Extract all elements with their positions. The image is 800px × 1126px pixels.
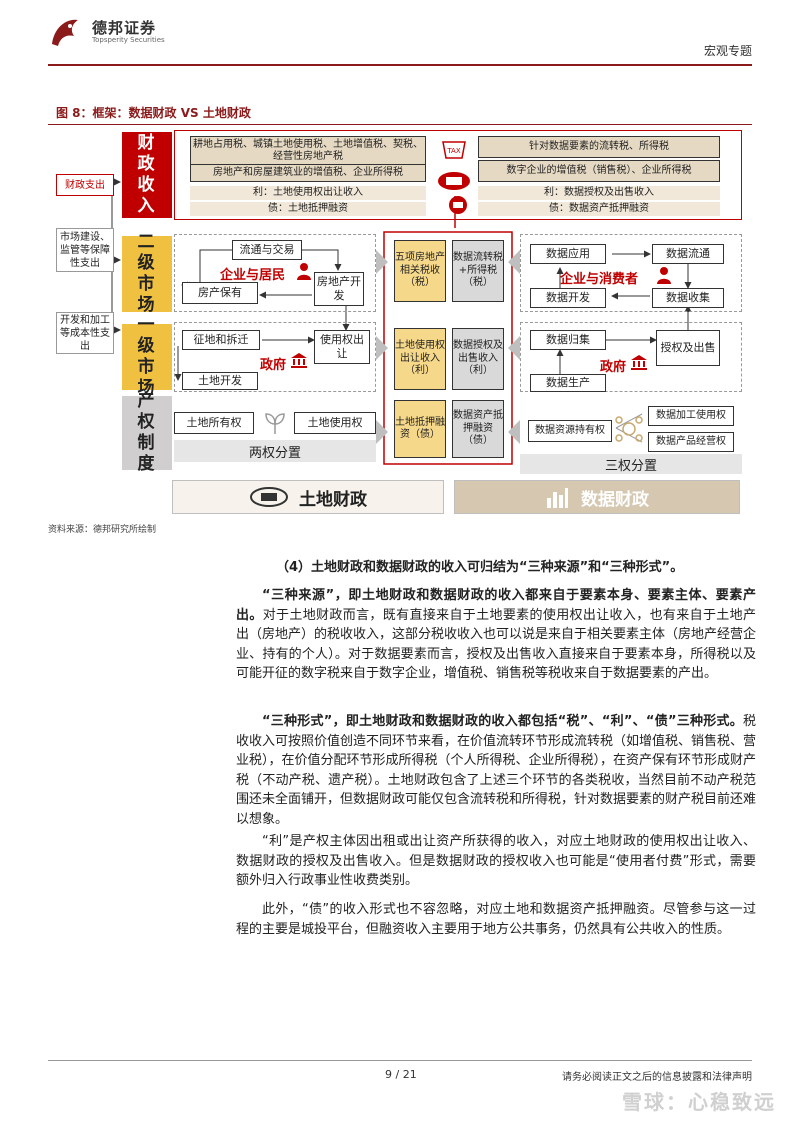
primary-data-frame (520, 322, 742, 392)
header-divider (48, 64, 752, 66)
land-map-icon (249, 486, 289, 508)
row-property: 产权制度 (122, 391, 172, 474)
page-number: 9 / 21 (385, 1068, 417, 1081)
land-tax-box-1: 耕地占用税、城镇土地使用税、土地增值税、契税、经营性房地产税 (190, 136, 426, 166)
paragraph-3: “利”是产权主体因出租或出让资产所获得的收入，对应土地财政的使用权出让收入、数据… (236, 834, 756, 888)
data-tax-box-1: 针对数据要素的流转税、所得税 (478, 136, 720, 158)
data-circulation: 数据流通 (652, 244, 724, 264)
land-development: 房地产开发 (314, 272, 364, 306)
person-icon (296, 262, 312, 280)
data-license: 授权及出售 (656, 330, 720, 366)
center-data-profit: 数据授权及出售收入（利） (452, 328, 504, 390)
brand-name: 德邦证券 (92, 19, 157, 37)
data-operation-right: 数据产品经营权 (648, 432, 734, 452)
land-map-icon (436, 170, 472, 192)
land-transfer: 使用权出让 (314, 330, 370, 364)
primary-land-frame (174, 322, 376, 392)
network-icon (614, 414, 644, 444)
center-land-profit: 土地使用权出让收入（利） (394, 328, 446, 390)
logo-icon (48, 14, 82, 50)
land-circulation: 流通与交易 (232, 240, 302, 260)
row-primary: 一级市场 (122, 315, 172, 398)
data-processing-right: 数据加工使用权 (648, 406, 734, 426)
land-holding: 房产保有 (182, 282, 258, 304)
figure-title-divider (48, 124, 752, 125)
section-label: 宏观专题 (703, 44, 752, 58)
secondary-land-frame (174, 234, 376, 312)
paragraph-1: “三种来源”，即土地财政和数据财政的收入都来自于要素本身、要素主体、要素产出。对… (236, 588, 757, 681)
center-data-tax: 数据流转税+所得税（税） (452, 240, 504, 302)
data-profit: 利：数据授权及出售收入 (478, 186, 720, 200)
footer-divider (48, 1060, 752, 1061)
government-icon (630, 354, 648, 370)
land-profit: 利：土地使用权出让收入 (190, 186, 426, 200)
data-application: 数据应用 (530, 244, 606, 264)
center-land-tax: 五项房地产相关税收（税） (394, 240, 446, 302)
center-data-debt: 数据资产抵押融资（债） (452, 400, 504, 458)
side-label-market-build: 市场建设、监管等保障性支出 (56, 228, 114, 272)
land-ownership: 土地所有权 (174, 412, 254, 434)
sprout-icon (262, 410, 288, 436)
watermark: 雪球：心稳致远 (622, 1090, 776, 1114)
data-secondary-actor: 企业与消费者 (560, 272, 639, 287)
tax-icon: TAX (440, 138, 468, 162)
data-resource-holding: 数据资源持有权 (528, 420, 612, 442)
land-tax-box-2: 房地产和房屋建筑业的增值税、企业所得税 (190, 164, 426, 182)
land-use-right: 土地使用权 (294, 412, 376, 434)
land-secondary-actor: 企业与居民 (220, 268, 286, 283)
row-secondary: 二级市场 (122, 232, 172, 315)
diagram-connectors (111, 178, 692, 465)
paragraph-2: “三种形式”，即土地财政和数据财政的收入都包括“税”、“利”、“债”三种形式。税… (236, 714, 757, 827)
center-land-debt: 土地抵押融资（债） (394, 400, 446, 458)
person-icon (656, 266, 672, 284)
paragraph-4: 此外，“债”的收入形式也不容忽略，对应土地和数据资产抵押融资。尽管参与这一过程的… (236, 902, 756, 937)
land-debt: 债：土地抵押融资 (190, 202, 426, 216)
svg-text:TAX: TAX (446, 147, 461, 155)
side-label-fiscal-spend: 财政支出 (56, 174, 114, 196)
land-two-rights: 两权分置 (174, 440, 376, 462)
land-development-primary: 土地开发 (182, 372, 258, 390)
brand-name-en: Topsperity Securities (92, 36, 165, 44)
disclaimer: 请务必阅读正文之后的信息披露和法律声明 (562, 1072, 752, 1083)
data-three-rights: 三权分置 (520, 454, 742, 474)
secondary-data-frame (520, 234, 742, 312)
data-collection: 数据收集 (652, 288, 724, 308)
figure-source: 资料来源：德邦研究所绘制 (48, 525, 157, 535)
land-primary-actor: 政府 (260, 358, 287, 373)
section-subhead: （4）土地财政和数据财政的收入可归结为“三种来源”和“三种形式”。 (276, 560, 684, 575)
row-fiscal: 财政收入 (122, 132, 172, 218)
data-debt: 债：数据资产抵押融资 (478, 202, 720, 216)
data-development: 数据开发 (530, 288, 606, 308)
data-fiscal-footer: 数据财政 (454, 480, 740, 514)
data-production: 数据生产 (530, 374, 606, 392)
fiscal-row-frame (174, 130, 742, 220)
data-tax-box-2: 数字企业的增值税（销售税）、企业所得税 (478, 160, 720, 182)
land-fiscal-footer: 土地财政 (172, 480, 444, 514)
government-icon (290, 352, 308, 368)
data-primary-actor: 政府 (600, 360, 627, 375)
figure-title: 图 8：框架：数据财政 VS 土地财政 (56, 106, 251, 120)
mortgage-icon (446, 194, 470, 216)
land-acquire: 征地和拆迁 (182, 330, 260, 350)
bar-chart-icon (545, 486, 569, 508)
side-label-dev-cost: 开发和加工等成本性支出 (56, 312, 114, 354)
data-aggregate: 数据归集 (530, 330, 606, 350)
